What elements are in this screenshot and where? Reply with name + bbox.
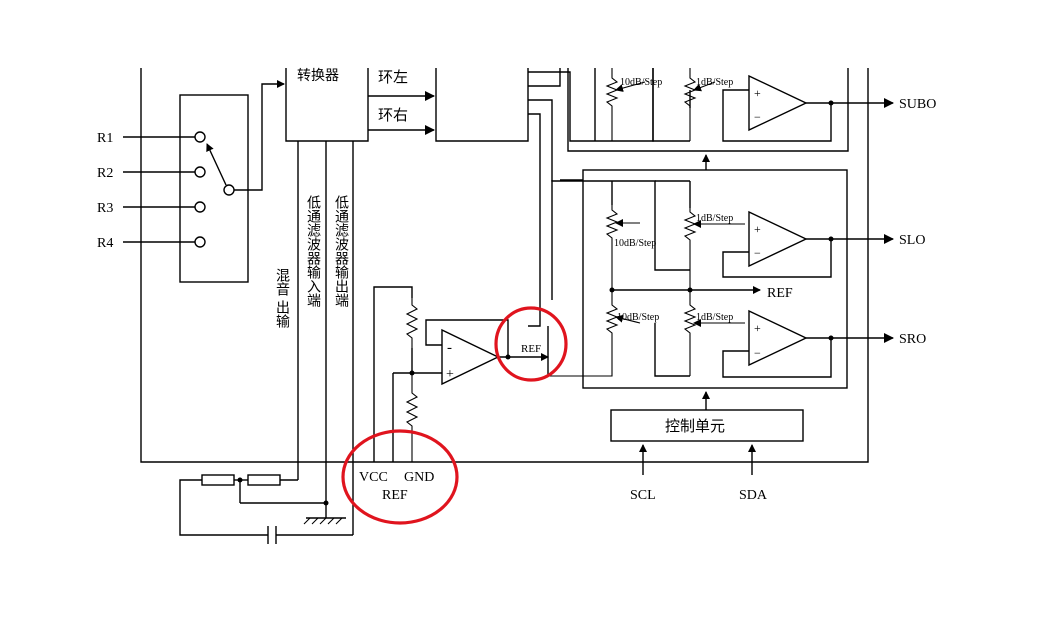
- slo-opamp-plus: +: [754, 222, 761, 236]
- sro-atten-1db-label: 1dB/Step: [696, 312, 733, 323]
- lpf-and-mix-lines: [297, 141, 354, 535]
- ref-pin-label: REF: [382, 488, 408, 503]
- input-label-r2: R2: [97, 166, 113, 181]
- ref-buffer-opamp: [441, 328, 500, 386]
- ref-opamp-plus: +: [446, 367, 454, 382]
- divider-resistor-bottom: [405, 373, 419, 462]
- control-unit-label: 控制单元: [665, 417, 725, 435]
- surround-block: [435, 68, 529, 142]
- mix-output-label-line2: 出输: [274, 300, 290, 328]
- input-label-r1: R1: [97, 131, 113, 146]
- ref-opamp-minus: -: [447, 340, 452, 356]
- ground-icon: [303, 503, 346, 525]
- sro-opamp-plus: +: [754, 321, 761, 335]
- filter-resistor-2: [247, 474, 281, 486]
- slo-atten-1db-label: 1dB/Step: [696, 213, 733, 224]
- slo-atten-1db: [683, 208, 697, 290]
- sub-atten-10db: [605, 68, 619, 141]
- vcc-label: VCC: [359, 470, 388, 485]
- output-slo: SLO: [899, 233, 925, 248]
- input-label-r4: R4: [97, 236, 113, 251]
- control-unit: 控制单元 SCL SDA: [610, 409, 804, 503]
- sub-atten-1db-label: 1dB/Step: [696, 77, 733, 88]
- gnd-label: GND: [404, 470, 434, 485]
- input-label-r3: R3: [97, 201, 113, 216]
- filter-resistor-1: [201, 474, 235, 486]
- terminal-r2: [194, 166, 206, 178]
- lpf-output-label: 低通滤波器输出端: [333, 195, 349, 307]
- sro-opamp: [748, 309, 808, 367]
- ref-small-label: REF: [521, 343, 541, 355]
- scl-label: SCL: [630, 488, 656, 503]
- sub-opamp-minus: −: [754, 110, 761, 124]
- mix-output-label-line1: 混音: [274, 268, 290, 296]
- terminal-r4: [194, 236, 206, 248]
- ref-bus-label: REF: [767, 286, 793, 301]
- sub-atten-10db-label: 10dB/Step: [620, 77, 662, 88]
- highlight-ref-output: [494, 306, 568, 382]
- subwoofer-channel: 10dB/Step 1dB/Step + − SUBO: [528, 68, 936, 327]
- lpf-input-label: 低通滤波器输入端: [305, 195, 321, 307]
- slo-opamp-minus: −: [754, 246, 761, 260]
- switch-common: [223, 184, 235, 196]
- highlight-power-pins: [341, 429, 459, 525]
- surround-left-label: 环左: [378, 68, 408, 86]
- surround-right-label: 环右: [378, 106, 408, 124]
- converter-block: 转换器 环左 环右: [285, 67, 435, 142]
- divider-resistor-top: [405, 298, 419, 348]
- sro-opamp-minus: −: [754, 346, 761, 360]
- sub-opamp-plus: +: [754, 86, 761, 100]
- output-sro: SRO: [899, 332, 926, 347]
- sda-label: SDA: [739, 488, 768, 503]
- slo-atten-10db: [605, 205, 619, 290]
- terminal-r1: [194, 131, 206, 143]
- sro-atten-1db: [683, 290, 697, 376]
- power-pins: VCC GND REF: [359, 470, 434, 503]
- slo-atten-10db-label: 10dB/Step: [614, 238, 656, 249]
- input-selector: R1 R2 R3 R4: [97, 80, 285, 283]
- sub-opamp: [748, 74, 808, 132]
- external-filter-network: [179, 474, 353, 544]
- chip-outline: [140, 68, 869, 463]
- converter-label: 转换器: [297, 67, 339, 84]
- switch-wiper: [206, 143, 227, 186]
- slo-opamp: [748, 210, 808, 268]
- output-subo: SUBO: [899, 97, 936, 112]
- surround-lr-block: 10dB/Step 1dB/Step + − SLO REF 10dB/Step…: [547, 169, 926, 389]
- terminal-r3: [194, 201, 206, 213]
- sro-atten-10db: [548, 290, 619, 377]
- ref-generator: - + REF: [373, 286, 549, 462]
- sro-atten-10db-label: 10dB/Step: [617, 312, 659, 323]
